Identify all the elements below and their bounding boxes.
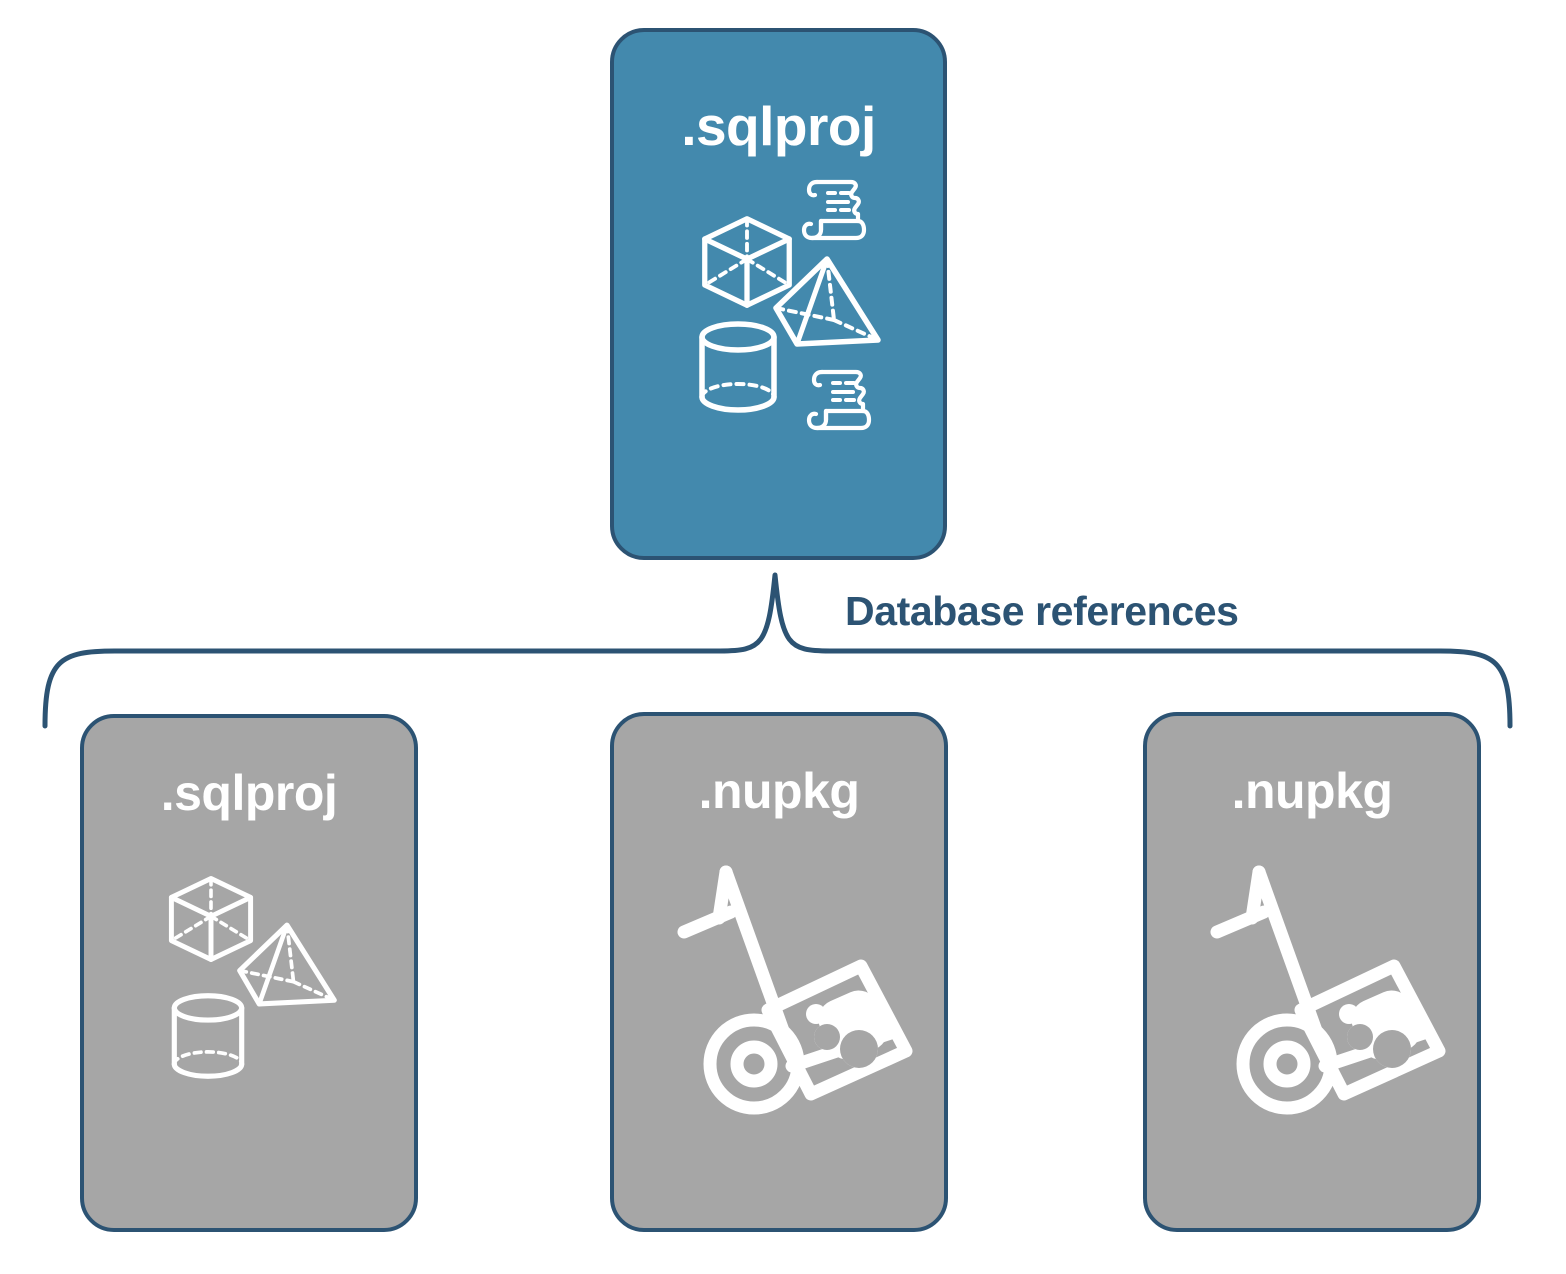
cube-icon — [699, 214, 795, 310]
hand-truck-package-icon — [1189, 865, 1451, 1116]
pyramid-icon — [236, 920, 338, 1010]
hand-truck-package-icon — [656, 865, 918, 1116]
node-child-nupkg-1[interactable]: .nupkg — [610, 712, 948, 1232]
node-child-sqlproj[interactable]: .sqlproj — [80, 714, 418, 1232]
cube-icon — [166, 874, 256, 964]
connector-label-database-references: Database references — [845, 588, 1239, 634]
scroll-icon — [799, 174, 867, 246]
scroll-icon — [804, 364, 872, 436]
node-root-sqlproj[interactable]: .sqlproj — [610, 28, 947, 560]
node-child-nupkg-2-label: .nupkg — [1231, 763, 1393, 819]
cylinder-icon — [696, 320, 780, 414]
node-child-nupkg-1-label: .nupkg — [698, 763, 860, 819]
pyramid-icon — [772, 254, 882, 350]
node-root-sqlproj-label: .sqlproj — [681, 95, 876, 157]
cylinder-icon — [168, 992, 248, 1080]
node-child-sqlproj-label: .sqlproj — [160, 765, 338, 821]
node-child-nupkg-2[interactable]: .nupkg — [1143, 712, 1481, 1232]
